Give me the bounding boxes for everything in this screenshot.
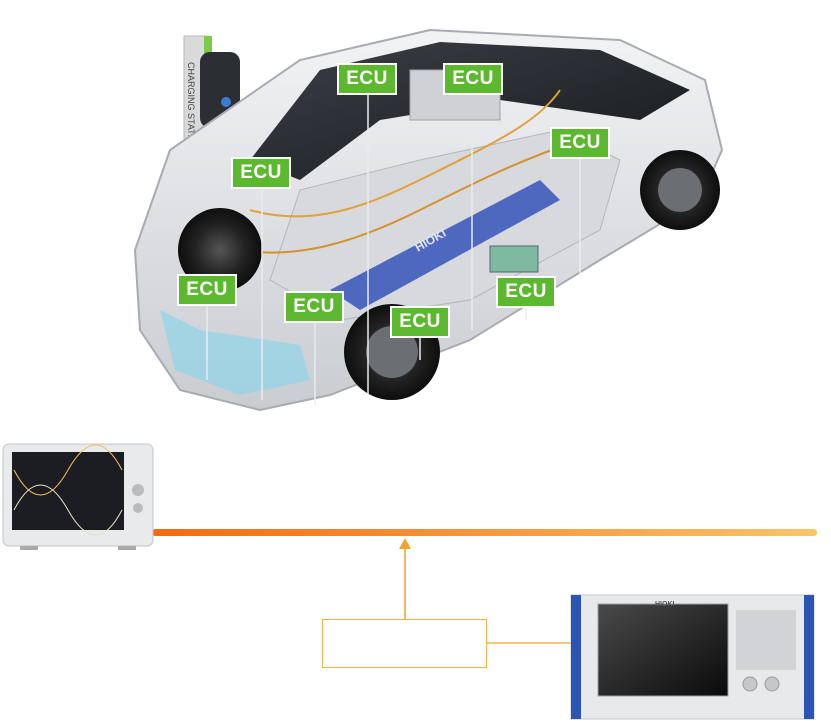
ecu-label-7: ECU bbox=[390, 306, 450, 338]
ecu-label-2: ECU bbox=[443, 63, 503, 95]
arrow-head-icon bbox=[399, 538, 411, 549]
ecu-label-5: ECU bbox=[177, 274, 237, 306]
ecu-label-8: ECU bbox=[496, 276, 556, 308]
right-instrument: HIOKI bbox=[570, 594, 815, 720]
ecu-label-6: ECU bbox=[284, 291, 344, 323]
ecu-label-1: ECU bbox=[337, 63, 397, 95]
charging-station-label: CHARGING STATION bbox=[186, 62, 196, 151]
ecu-label-3: ECU bbox=[550, 127, 610, 159]
bus-line bbox=[152, 529, 817, 536]
left-instrument bbox=[2, 443, 154, 550]
ecu-label-4: ECU bbox=[231, 157, 291, 189]
analyzer-brand-label: HIOKI bbox=[655, 601, 675, 608]
callout-box bbox=[322, 619, 487, 668]
vehicle-cutaway: HIOKI bbox=[133, 28, 724, 412]
